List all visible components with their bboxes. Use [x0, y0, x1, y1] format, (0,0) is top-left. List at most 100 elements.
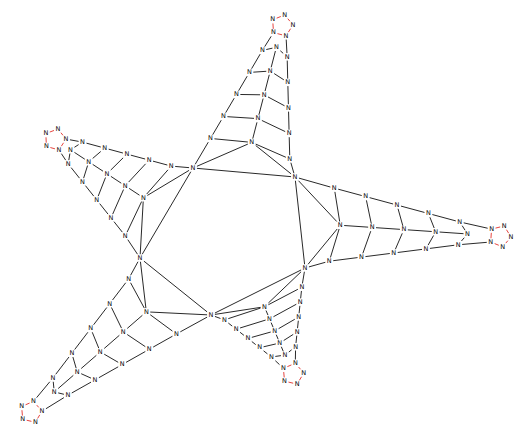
bond-line: [195, 142, 208, 164]
bond-line: [215, 316, 220, 318]
atom-label: N: [144, 309, 149, 316]
atom-node: N: [168, 163, 175, 170]
atom-label: N: [19, 403, 24, 410]
atom-label: N: [120, 361, 125, 368]
bond-line: [287, 86, 288, 104]
bond-line: [297, 321, 299, 328]
atom-label: N: [109, 215, 114, 222]
bond-line: [275, 355, 281, 357]
ring-bond: [299, 377, 301, 381]
ring-bond: [46, 137, 47, 142]
atom-label: N: [286, 105, 291, 112]
atom-label: N: [65, 392, 70, 399]
bond-line: [398, 249, 422, 252]
ring-bond: [506, 230, 508, 233]
atom-label: N: [208, 135, 213, 142]
bond-line: [104, 354, 118, 362]
atom-label: N: [502, 223, 507, 230]
bond-line: [100, 204, 108, 215]
bond-line: [128, 240, 138, 255]
ring-bond: [50, 148, 55, 149]
atom-label: N: [169, 163, 174, 170]
bond-line: [264, 351, 268, 354]
bond-line: [197, 168, 291, 176]
atom-node: N: [294, 329, 301, 336]
atom-node: N: [140, 195, 147, 202]
bond-line: [153, 336, 172, 347]
atom-label: N: [80, 139, 85, 146]
atom-node: N: [137, 255, 144, 262]
bond-line: [287, 61, 288, 79]
atom-label: N: [295, 381, 300, 388]
ring-bond: [490, 233, 491, 238]
atom-label: N: [268, 68, 273, 75]
atom-node: N: [92, 377, 99, 384]
atom-node: N: [233, 326, 240, 333]
atom-label: N: [124, 151, 129, 158]
atom-label: N: [500, 244, 505, 251]
bond-line: [37, 382, 50, 398]
atom-label: N: [281, 365, 286, 372]
bond-line: [114, 222, 122, 233]
bond-line: [46, 398, 64, 409]
ring-bond: [495, 244, 499, 246]
atom-node: N: [273, 44, 280, 51]
atom-label: N: [102, 145, 107, 152]
bond-line: [140, 262, 145, 308]
ring-bond: [288, 29, 290, 32]
bond-line: [266, 311, 268, 316]
bond-line: [93, 151, 101, 158]
bond-line: [370, 198, 394, 204]
atom-label: N: [50, 375, 55, 382]
bond-line: [398, 209, 403, 226]
bond-line: [240, 332, 244, 335]
atom-node: N: [220, 113, 227, 120]
bond-line: [144, 261, 207, 312]
bond-line: [299, 181, 337, 222]
bond-line: [73, 357, 76, 368]
atom-label: N: [296, 314, 301, 321]
bond-line: [256, 144, 286, 157]
atom-label: N: [401, 226, 406, 233]
atom-node: N: [43, 143, 50, 150]
atom-node: N: [281, 378, 288, 385]
atom-label: N: [260, 47, 265, 54]
bond-line: [72, 382, 91, 393]
bond-line: [81, 374, 91, 378]
atom-node: N: [39, 408, 46, 415]
atom-node: N: [104, 171, 111, 178]
atom-node: N: [302, 265, 309, 272]
atom-label: N: [488, 239, 493, 246]
atom-label: N: [40, 408, 45, 415]
bond-line: [111, 308, 121, 329]
atom-node: N: [79, 139, 86, 146]
bond-line: [86, 143, 100, 147]
atom-node: N: [284, 79, 291, 86]
atom-node: N: [423, 246, 430, 253]
bond-line: [274, 74, 284, 80]
bond-line: [74, 145, 78, 148]
bond-line: [432, 215, 455, 221]
bond-line: [228, 308, 260, 319]
atom-node: N: [400, 226, 407, 233]
atom-node: N: [125, 276, 132, 283]
atom-label: N: [287, 156, 292, 163]
atom-node: N: [297, 299, 304, 306]
bond-line: [265, 36, 271, 46]
bond-line: [428, 236, 433, 246]
bond-line: [430, 217, 434, 228]
bond-line: [268, 97, 285, 106]
bond-line: [271, 51, 275, 67]
atom-label: N: [123, 183, 128, 190]
atom-node: N: [54, 126, 61, 133]
bond-line: [140, 202, 143, 255]
atom-node: N: [248, 139, 255, 146]
atom-node: N: [267, 68, 274, 75]
atom-node: N: [280, 365, 287, 372]
atom-label: N: [256, 115, 261, 122]
atom-label: N: [141, 195, 146, 202]
bond-line: [228, 323, 232, 326]
atom-label: N: [299, 284, 304, 291]
bond-line: [226, 98, 235, 113]
